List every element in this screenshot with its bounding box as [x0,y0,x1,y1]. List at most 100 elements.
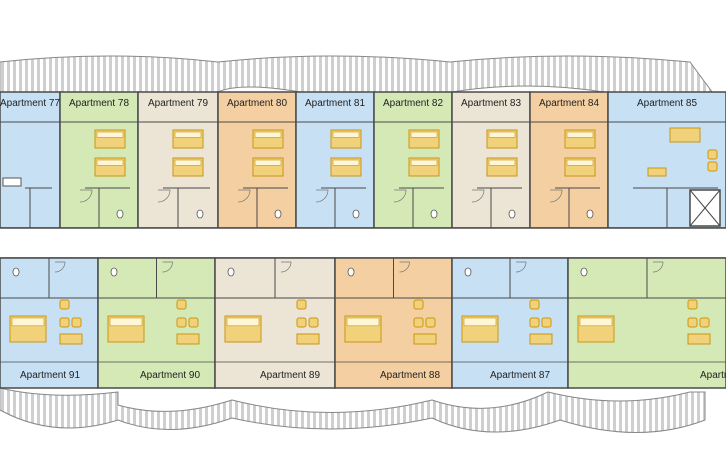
apartment-unit [567,257,726,389]
chair-icon [308,317,319,328]
toilet-icon [274,209,282,219]
apartment-label: Apartment 77 [0,98,60,109]
door-icon [157,189,171,203]
bed-icon [344,315,382,343]
toilet-icon [580,267,588,277]
chair-icon [687,317,698,328]
sink-icon [2,177,22,187]
apartment-unit [373,91,453,229]
stair-icon [689,189,721,227]
bed-icon [330,129,362,149]
chair-icon [707,149,718,160]
chair-icon [687,299,698,310]
chair-icon [176,299,187,310]
table-icon [59,333,83,345]
apartment-label: Apartment 84 [539,98,599,109]
chair-icon [707,161,718,172]
apartment-unit [0,91,61,229]
apartment-label: Apartment 83 [461,98,521,109]
apartment-unit [0,257,99,389]
door-icon [652,261,664,273]
apartment-unit [451,91,531,229]
bottom-balcony [0,387,706,433]
apartment-unit [451,257,569,389]
apartment-label: Apartment 91 [20,370,80,381]
toilet-icon [464,267,472,277]
apartment-unit [334,257,453,389]
door-icon [471,189,485,203]
sofa-icon [647,167,667,177]
toilet-icon [110,267,118,277]
chair-icon [413,299,424,310]
chair-icon [541,317,552,328]
bed-icon [461,315,499,343]
chair-icon [529,299,540,310]
chair-icon [413,317,424,328]
apartment-label: Apartment 80 [227,98,287,109]
bed-icon [172,129,204,149]
apartment-label: Apartment 85 [637,98,697,109]
bed-icon [486,157,518,177]
door-icon [549,189,563,203]
apartment-unit [137,91,219,229]
apartment-unit [59,91,139,229]
bed-icon [330,157,362,177]
table-icon [296,333,320,345]
toilet-icon [352,209,360,219]
apartment-unit [97,257,216,389]
chair-icon [425,317,436,328]
apartment-unit [214,257,336,389]
bed-icon [577,315,615,343]
apartment-label: Apartment 87 [490,370,550,381]
bed-icon [94,157,126,177]
bed-icon [172,157,204,177]
table-icon [669,127,701,143]
chair-icon [176,317,187,328]
door-icon [315,189,329,203]
toilet-icon [227,267,235,277]
apartment-unit [295,91,375,229]
apartment-unit [217,91,297,229]
bed-icon [564,157,596,177]
table-icon [529,333,553,345]
bed-icon [486,129,518,149]
apartment-unit [529,91,609,229]
bed-icon [107,315,145,343]
apartment-label: Apartment 86 [700,370,726,381]
bed-icon [224,315,262,343]
top-balcony [0,55,717,97]
bed-icon [252,129,284,149]
door-icon [515,261,527,273]
bed-icon [94,129,126,149]
toilet-icon [430,209,438,219]
bed-icon [252,157,284,177]
toilet-icon [116,209,124,219]
toilet-icon [347,267,355,277]
chair-icon [188,317,199,328]
chair-icon [699,317,710,328]
door-icon [393,189,407,203]
door-icon [399,261,410,273]
chair-icon [59,317,70,328]
chair-icon [296,317,307,328]
chair-icon [296,299,307,310]
door-icon [54,261,66,273]
door-icon [162,261,173,273]
toilet-icon [12,267,20,277]
toilet-icon [586,209,594,219]
bed-icon [408,157,440,177]
bed-icon [564,129,596,149]
table-icon [687,333,711,345]
chair-icon [71,317,82,328]
apartment-label: Apartment 78 [69,98,129,109]
bed-icon [408,129,440,149]
corridor [0,228,726,258]
apartment-label: Apartment 82 [383,98,443,109]
apartment-label: Apartment 79 [148,98,208,109]
toilet-icon [196,209,204,219]
chair-icon [59,299,70,310]
table-icon [176,333,200,345]
apartment-label: Apartment 89 [260,370,320,381]
toilet-icon [508,209,516,219]
